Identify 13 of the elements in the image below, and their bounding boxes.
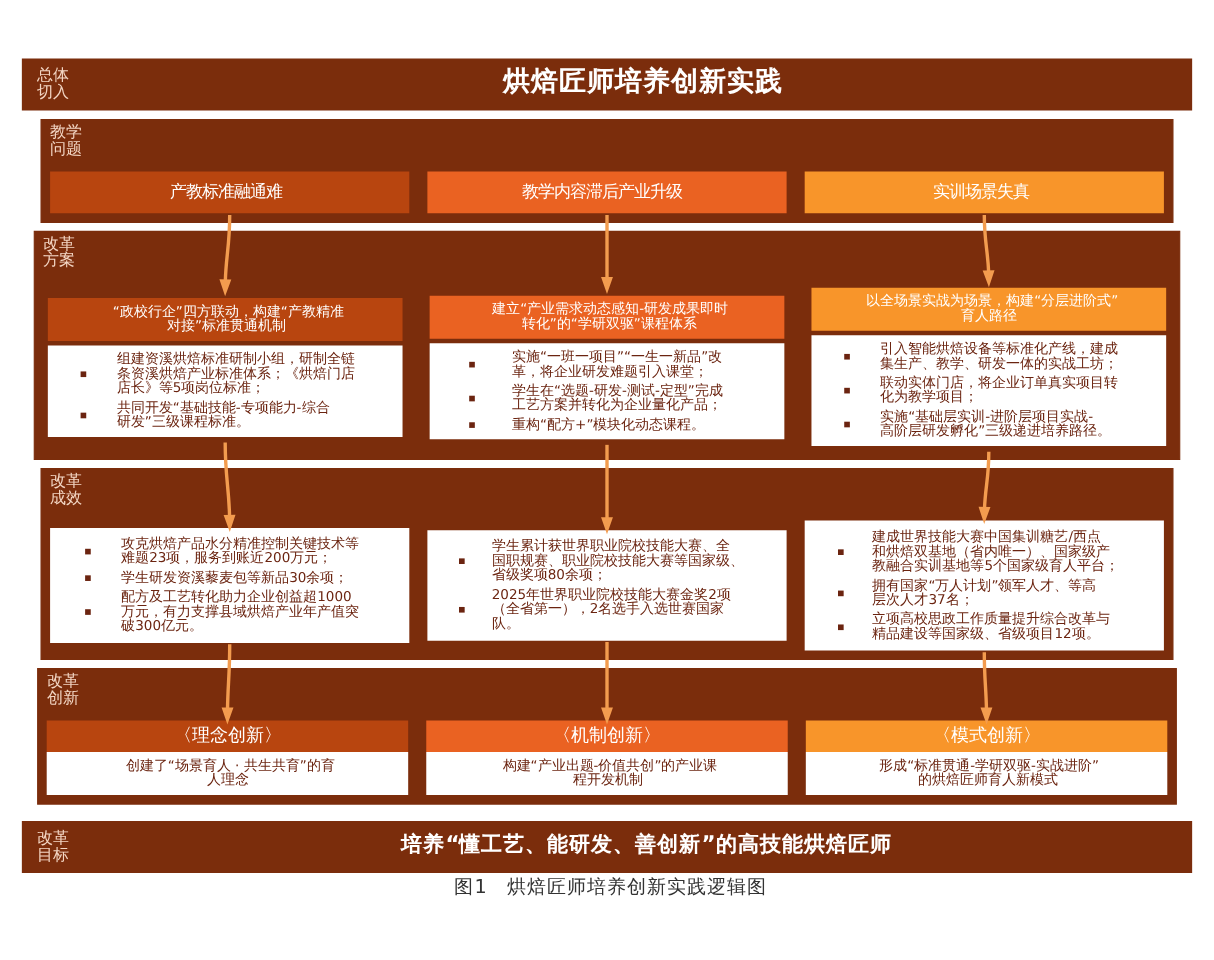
node-box: 实训场景失真 — [804, 170, 1164, 213]
caption: 图1 烘焙匠师培养创新实践逻辑图 — [454, 875, 767, 898]
arrow — [223, 441, 236, 531]
arrow — [601, 443, 613, 534]
arrow — [601, 213, 613, 294]
arrow — [978, 450, 991, 523]
arrow — [221, 643, 234, 724]
arrow — [982, 213, 995, 287]
arrow — [601, 640, 613, 724]
arrow — [980, 651, 993, 724]
arrow — [219, 213, 232, 296]
node-box: 教学内容滞后产业升级 — [427, 170, 787, 213]
node-box: 产教标准融通难 — [50, 170, 410, 213]
